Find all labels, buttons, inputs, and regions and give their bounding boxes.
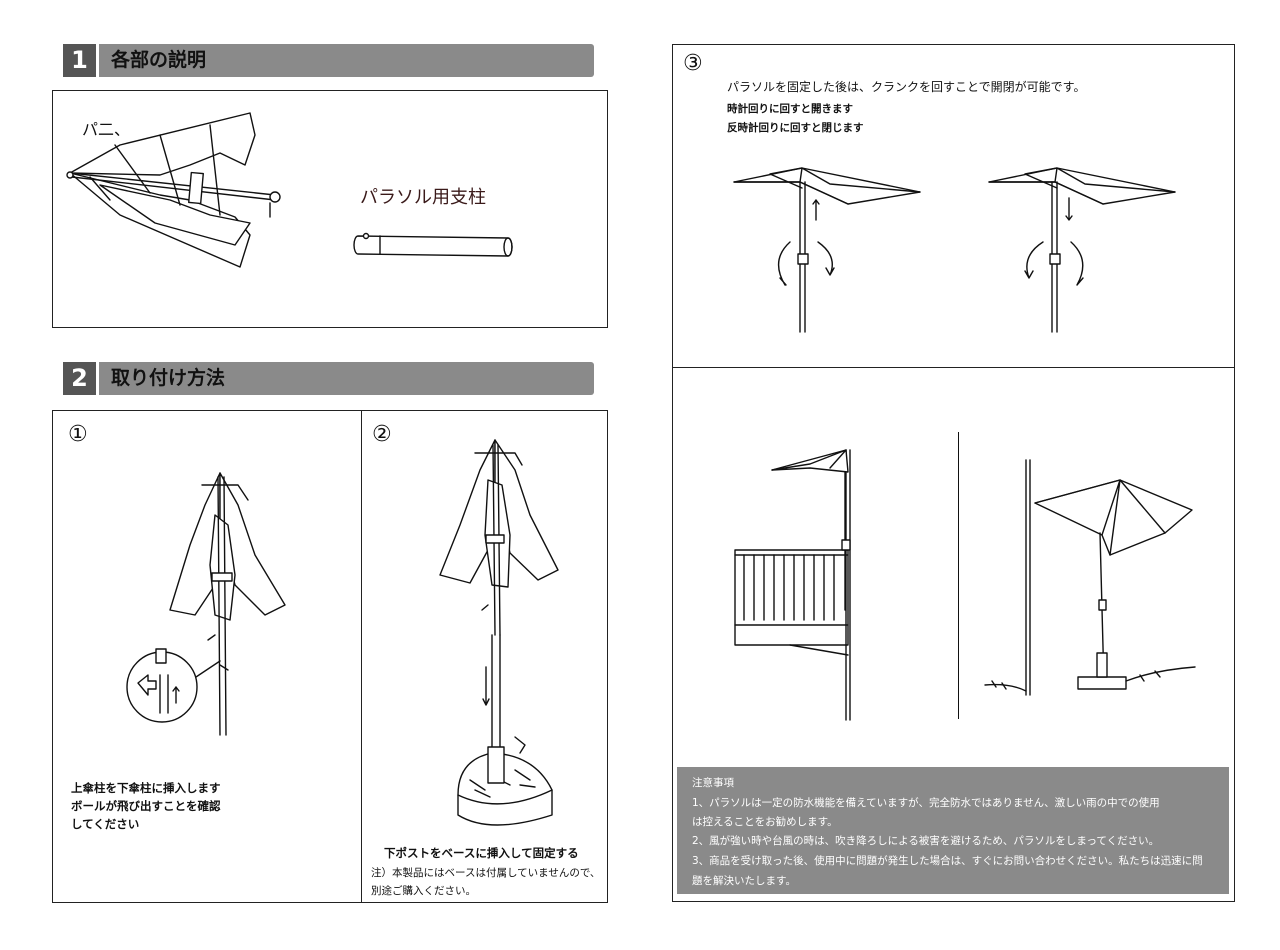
balcony-half-parasol-illustration	[734, 449, 851, 721]
open-umbrella-counterclockwise-illustration	[988, 167, 1176, 333]
section-2-number: 2	[63, 362, 96, 395]
section-2-bar	[99, 362, 594, 395]
section-2-header: 2 取り付け方法	[63, 362, 594, 395]
step-2-illustration	[439, 439, 559, 826]
step-1-text-line-1: 上傘柱を下傘柱に挿入します	[71, 781, 221, 795]
step-2-caption: 下ポストをベースに挿入して固定する	[384, 846, 579, 860]
open-umbrella-clockwise-illustration	[733, 167, 921, 333]
notes-line-2: は控えることをお勧めします。	[692, 816, 838, 828]
section-1-bar	[99, 44, 594, 77]
canopy-label: パ二、	[82, 120, 131, 139]
notes-box: 注意事項 1、パラソルは一定の防水機能を備えていますが、完全防水ではありません、…	[677, 767, 1229, 894]
steps-divider	[361, 410, 363, 903]
step-3-main-text: パラソルを固定した後は、クランクを回すことで開閉が可能です。	[727, 80, 1086, 94]
pole-label: パラソル用支柱	[360, 187, 486, 208]
section-2-title: 取り付け方法	[111, 367, 226, 389]
notes-line-5: 題を解決いたします。	[692, 875, 796, 887]
right-box	[672, 44, 1235, 902]
step-1-text-line-2: ボールが飛び出すことを確認	[71, 799, 221, 813]
right-divider	[672, 367, 1235, 369]
parts-box	[52, 90, 608, 328]
step-1-illustration	[126, 472, 286, 736]
step-3-sub-text-1: 時計回りに回すと開きます	[727, 103, 853, 115]
step-1-text-line-3: してください	[71, 817, 140, 831]
notes-line-1: 1、パラソルは一定の防水機能を備えていますが、完全防水ではありません、激しい雨の…	[692, 797, 1160, 809]
illustration-divider	[958, 432, 960, 719]
notes-line-3: 2、風が強い時や台風の時は、吹き降ろしによる被害を避けるため、パラソルをしまって…	[692, 835, 1160, 847]
closed-canopy-illustration	[66, 112, 281, 268]
section-1-title: 各部の説明	[111, 49, 207, 71]
step-3-sub-text-2: 反時計回りに回すと閉じます	[727, 122, 864, 134]
notes-line-4: 3、商品を受け取った後、使用中に問題が発生した場合は、すぐにお問い合わせください…	[692, 855, 1203, 867]
step-2-marker: ②	[372, 422, 392, 447]
install-steps-box	[52, 410, 608, 903]
section-1-header: 1 各部の説明	[63, 44, 594, 77]
wall-half-parasol-illustration	[984, 459, 1196, 696]
step-2-note-line-2: 別途ご購入ください。	[371, 885, 476, 897]
step-1-marker: ①	[68, 422, 88, 447]
step-3-marker: ③	[683, 51, 703, 76]
notes-title: 注意事項	[692, 777, 734, 789]
step-2-note-line-1: 注）本製品にはベースは付属していませんので、	[371, 867, 601, 879]
section-1-number: 1	[63, 44, 96, 77]
pole-illustration	[353, 232, 513, 257]
